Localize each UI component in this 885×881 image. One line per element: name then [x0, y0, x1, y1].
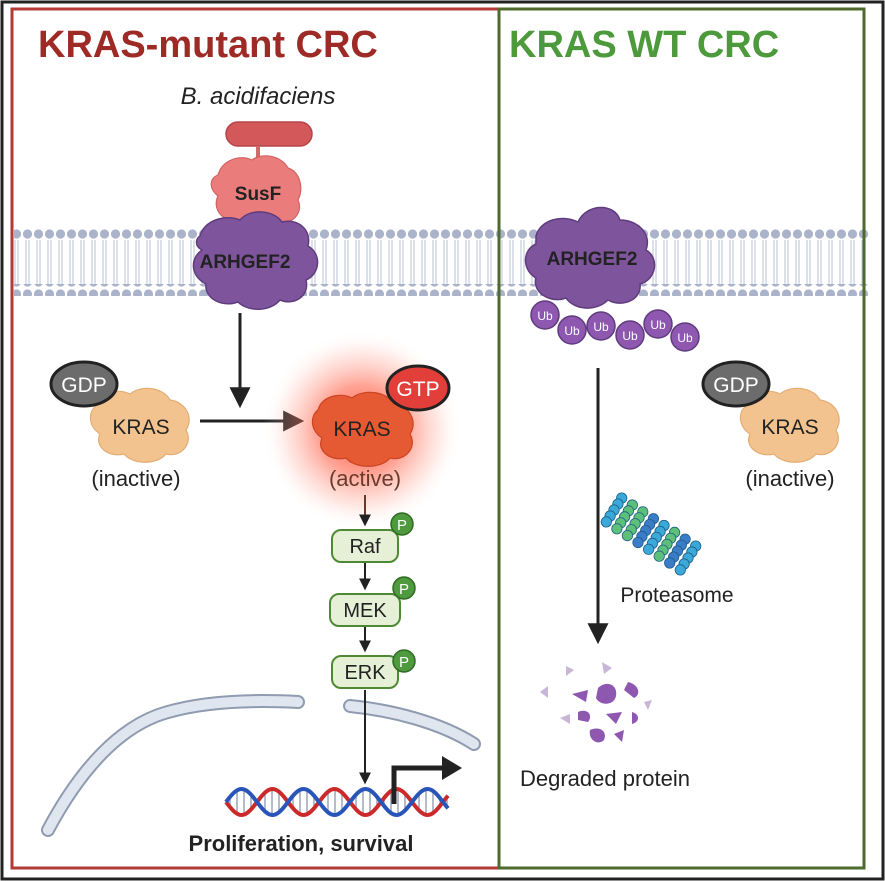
susf-protein-icon — [210, 155, 302, 230]
active-state-label: (active) — [329, 466, 401, 491]
mek-phospho-icon — [392, 576, 416, 600]
proteasome-subunit — [674, 564, 686, 576]
left-panel-title: KRAS-mutant CRC — [38, 24, 378, 66]
ubiquitin-icon — [586, 311, 616, 341]
erk-kinase-box — [331, 655, 399, 689]
ubiquitin-icon — [530, 300, 560, 330]
kras-inactive-label-right: KRAS — [761, 416, 818, 439]
erk-phospho-icon — [392, 649, 416, 673]
dna-helix-icon — [224, 786, 450, 818]
proteasome-subunit — [664, 557, 676, 569]
nuclear-envelope-icon — [41, 694, 481, 837]
bacterium-icon — [225, 121, 313, 147]
proteasome-subunit — [653, 550, 665, 562]
raf-label: Raf — [349, 536, 381, 558]
inactive-state-label-left: (inactive) — [91, 466, 180, 491]
ub-label: Ub — [564, 324, 580, 338]
arhgef2-label-right: ARHGEF2 — [547, 249, 638, 270]
degraded-protein-label: Degraded protein — [520, 766, 690, 791]
ub-label: Ub — [650, 318, 666, 332]
proteasome-subunit — [621, 529, 634, 542]
proteasome-label: Proteasome — [620, 584, 733, 607]
ub-label: Ub — [622, 329, 638, 343]
ubiquitin-chain: Ub Ub Ub Ub Ub Ub — [530, 300, 700, 352]
gdp-badge — [49, 360, 119, 408]
kras-active-label: KRAS — [333, 418, 390, 441]
bacterium-label: B. acidifaciens — [181, 83, 336, 110]
right-panel-title: KRAS WT CRC — [509, 24, 779, 66]
arhgef2-protein-icon-right — [524, 206, 656, 309]
ubiquitin-icon — [615, 320, 645, 350]
ubiquitin-icon — [670, 322, 700, 352]
gtp-label: GTP — [396, 378, 439, 401]
transcription-arrow-head — [442, 756, 462, 780]
raf-phospho-label: P — [397, 517, 407, 534]
outcome-label: Proliferation, survival — [189, 831, 414, 856]
inactive-state-label-right: (inactive) — [745, 466, 834, 491]
mek-label: MEK — [343, 600, 387, 622]
ub-label: Ub — [593, 320, 609, 334]
mek-phospho-label: P — [399, 581, 409, 598]
kras-inactive-icon-right — [739, 387, 840, 463]
transcription-start-arrow — [391, 765, 444, 804]
raf-kinase-box — [331, 529, 399, 563]
kras-active-icon — [311, 391, 414, 467]
gdp-badge-right — [701, 360, 771, 408]
right-panel-border — [497, 7, 866, 870]
erk-label: ERK — [344, 662, 386, 684]
gdp-label-right: GDP — [713, 374, 759, 397]
proteasome-subunit — [600, 516, 612, 528]
kras-inactive-icon — [89, 387, 190, 463]
mek-kinase-box — [329, 593, 401, 627]
susf-label: SusF — [235, 184, 281, 205]
ub-label: Ub — [537, 309, 553, 323]
raf-phospho-icon — [390, 512, 414, 536]
proteasome-subunit — [642, 543, 655, 555]
kras-inactive-label: KRAS — [112, 416, 169, 439]
ubiquitin-icon — [643, 309, 673, 339]
gdp-label-left: GDP — [61, 374, 107, 397]
cell-membrane — [14, 228, 869, 296]
proteasome-subunit — [632, 536, 644, 549]
arhgef2-label-left: ARHGEF2 — [200, 252, 291, 273]
ubiquitin-icon — [557, 315, 587, 345]
ub-label: Ub — [677, 331, 693, 345]
proteasome-subunit — [611, 523, 623, 535]
degraded-protein-fragments-icon — [540, 662, 652, 743]
proteasome-icon — [600, 492, 702, 576]
arhgef2-protein-icon — [192, 211, 319, 310]
erk-phospho-label: P — [399, 654, 409, 671]
gtp-badge — [385, 364, 451, 412]
